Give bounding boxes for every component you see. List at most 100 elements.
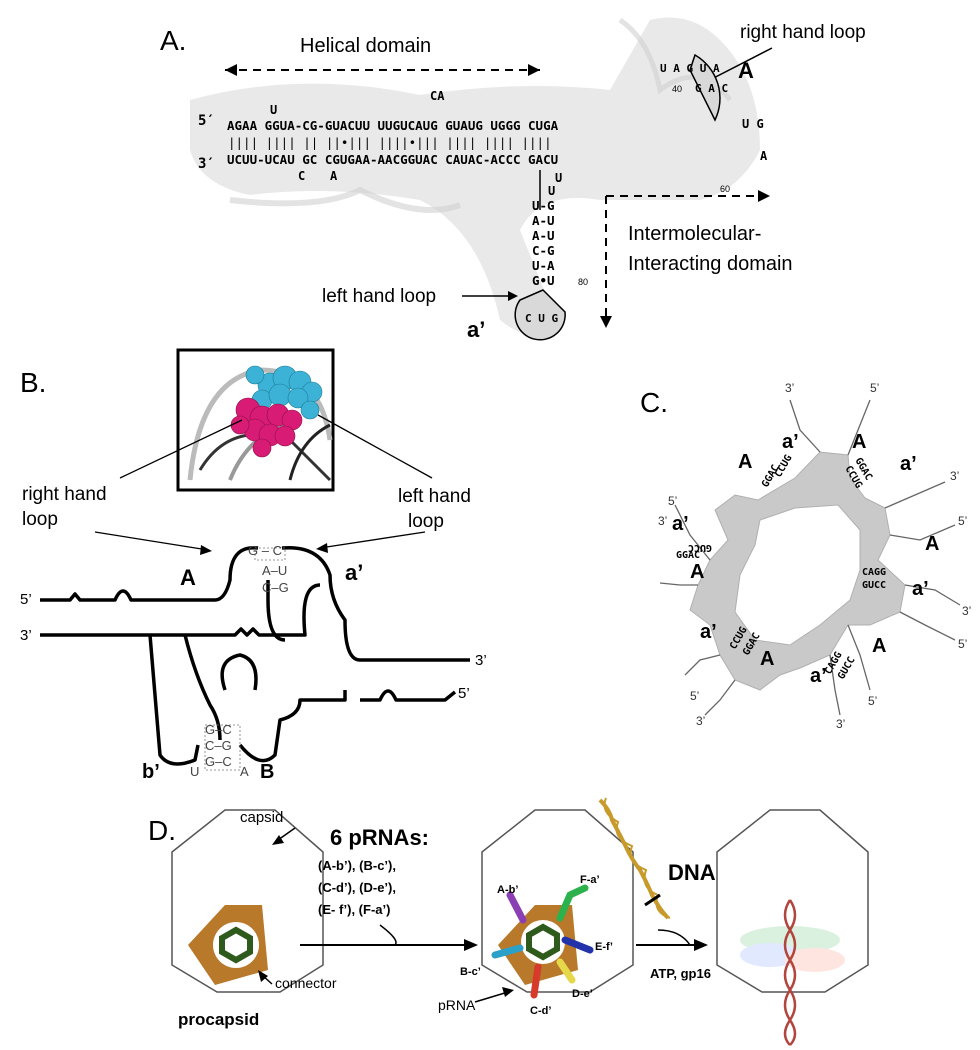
c-five-prime-5: 5’ bbox=[690, 689, 699, 703]
bulge-bottom-c: C bbox=[298, 169, 305, 183]
stem-pair-2: A-U bbox=[532, 213, 555, 228]
cyan-loop-atoms bbox=[245, 365, 323, 420]
label-fa: F-a’ bbox=[580, 874, 600, 886]
panel-a-label: A. bbox=[160, 25, 186, 56]
c-five-prime-6: 5’ bbox=[668, 494, 677, 508]
label-ab: A-b’ bbox=[497, 884, 518, 896]
c-A-6: A bbox=[690, 561, 704, 583]
left-loop-letters: C U G bbox=[525, 312, 558, 325]
c-a-prime-6: a’ bbox=[672, 513, 689, 535]
right-loop-letters: G A C bbox=[695, 82, 728, 95]
panel-b-label: B. bbox=[20, 367, 46, 398]
c-seq-gucc-1: GUCC bbox=[862, 580, 886, 591]
panel-c-label: C. bbox=[640, 387, 668, 418]
connector-label: connector bbox=[275, 975, 337, 991]
right-hand-loop-label-a: right hand loop bbox=[740, 22, 866, 43]
pair-marks: |||| |||| || ||•||| ||||•||| |||| |||| |… bbox=[228, 135, 552, 150]
label-ef: E-f’ bbox=[595, 941, 613, 953]
atp-label: ATP, gp16 bbox=[650, 966, 711, 981]
prna-label: pRNA bbox=[438, 997, 476, 1013]
helical-domain-label: Helical domain bbox=[300, 35, 431, 57]
c-a-prime-5: a’ bbox=[700, 621, 717, 643]
prna-ring bbox=[491, 884, 594, 999]
loop-a-label: A bbox=[738, 58, 754, 83]
c-A-3: A bbox=[925, 533, 939, 555]
stem-pair-5: U-A bbox=[532, 258, 555, 273]
label-de: D-e’ bbox=[572, 988, 593, 1000]
panel-c-arms bbox=[659, 399, 961, 716]
prnas-line-3: (E- f’), (F-a’) bbox=[318, 902, 390, 917]
c-three-prime-1: 3’ bbox=[785, 381, 794, 395]
packaged-dna-helix bbox=[783, 899, 797, 1046]
b-bottom-pair-2: C–G bbox=[205, 738, 232, 753]
right-hand-loop-label-b1: right hand bbox=[22, 484, 107, 505]
c-A-1: A bbox=[738, 451, 752, 473]
left-hand-loop-label-b2: loop bbox=[408, 511, 444, 532]
b-top-pair-1: G – C bbox=[248, 543, 282, 558]
c-five-prime-3: 5’ bbox=[958, 637, 967, 651]
procapsid-label: procapsid bbox=[178, 1010, 259, 1029]
left-loop-fan bbox=[514, 289, 566, 341]
core-hexagon-1 bbox=[219, 926, 253, 964]
left-hand-loop-label-a: left hand loop bbox=[322, 286, 436, 307]
loop-a-prime-label: a’ bbox=[467, 317, 485, 342]
b-three-prime-left: 3’ bbox=[20, 627, 32, 644]
prnas-line-1: (A-b’), (B-c’), bbox=[318, 858, 396, 873]
stem-top-u2: U bbox=[548, 184, 555, 198]
c-A-4: A bbox=[872, 635, 886, 657]
c-three-prime-4: 3’ bbox=[836, 717, 845, 731]
c-seq-ggac-4: GGAC bbox=[676, 550, 700, 561]
capsid-label: capsid bbox=[240, 809, 283, 826]
c-a-prime-4: a’ bbox=[810, 665, 827, 687]
stem-pair-4: C-G bbox=[532, 243, 555, 258]
b-label-B: B bbox=[260, 761, 274, 783]
label-bc: B-c’ bbox=[460, 966, 481, 978]
b-bottom-a: A bbox=[240, 764, 249, 779]
prnas-title: 6 pRNAs: bbox=[330, 825, 429, 850]
c-five-prime-4: 5’ bbox=[868, 694, 877, 708]
panel-c: C. 3’ 5’ 3’ 5’ 3’ 5’ 5’ 3’ 5’ 3’ 5’ 3’ bbox=[640, 381, 971, 731]
panel-d: D. capsid connector procapsid 6 pRNAs: (… bbox=[148, 797, 869, 1046]
stem-pair-1: U-G bbox=[532, 198, 555, 213]
right-loop-fan bbox=[689, 53, 721, 122]
b-bottom-pair-1: G–C bbox=[205, 722, 232, 737]
c-a-prime-2: a’ bbox=[900, 453, 917, 475]
stem-pair-6: G•U bbox=[532, 273, 555, 288]
left-hand-loop-label-b1: left hand bbox=[398, 486, 471, 507]
prnas-line-2: (C-d’), (D-e’), bbox=[318, 880, 396, 895]
stem-pair-3: A-U bbox=[532, 228, 555, 243]
num-60: 60 bbox=[720, 184, 730, 194]
num-40: 40 bbox=[672, 84, 682, 94]
panel-a-3d-shadow bbox=[190, 17, 760, 336]
bulge-top-ca: CA bbox=[430, 89, 445, 103]
b-label-b-prime: b’ bbox=[142, 761, 160, 783]
five-prime-a: 5′ bbox=[198, 113, 215, 129]
hairpin-a: A bbox=[760, 149, 768, 163]
core-hexagon-2 bbox=[526, 923, 560, 961]
magenta-loop-atoms bbox=[230, 397, 303, 458]
num-80: 80 bbox=[578, 277, 588, 287]
c-seq-gucc-3: GUCC bbox=[688, 542, 712, 553]
b-bottom-u: U bbox=[190, 764, 199, 779]
c-three-prime-3: 3’ bbox=[962, 604, 971, 618]
bottom-strand: UCUU-UCAU GC CGUGAA-AACGGUAC CAUAC-ACCC … bbox=[227, 152, 558, 167]
label-cd: C-d’ bbox=[530, 1005, 551, 1017]
panel-d-label: D. bbox=[148, 815, 176, 846]
three-prime-a: 3′ bbox=[198, 156, 215, 172]
c-five-prime-1: 5’ bbox=[870, 381, 879, 395]
panel-b: B. right hand loop left hand loop bbox=[20, 348, 487, 783]
c-seq-cagg-1: CAGG bbox=[862, 567, 886, 578]
panel-c-end-labels: 3’ 5’ 3’ 5’ 3’ 5’ 5’ 3’ 5’ 3’ 5’ 3’ bbox=[658, 381, 971, 731]
c-A-2: A bbox=[852, 431, 866, 453]
b-three-prime-right: 3’ bbox=[475, 652, 487, 669]
top-strand: AGAA GGUA-CG-GUACUU UUGUCAUG GUAUG UGGG … bbox=[227, 118, 559, 133]
c-three-prime-5: 3’ bbox=[696, 714, 705, 728]
b-label-a-prime: a’ bbox=[345, 560, 363, 585]
bulge-top-u: U bbox=[270, 103, 277, 117]
intermolecular-label-2: Interacting domain bbox=[628, 253, 793, 275]
c-three-prime-2: 3’ bbox=[950, 469, 959, 483]
c-three-prime-6: 3’ bbox=[658, 514, 667, 528]
c-five-prime-2: 5’ bbox=[958, 514, 967, 528]
b-five-prime-right: 5’ bbox=[458, 685, 470, 702]
